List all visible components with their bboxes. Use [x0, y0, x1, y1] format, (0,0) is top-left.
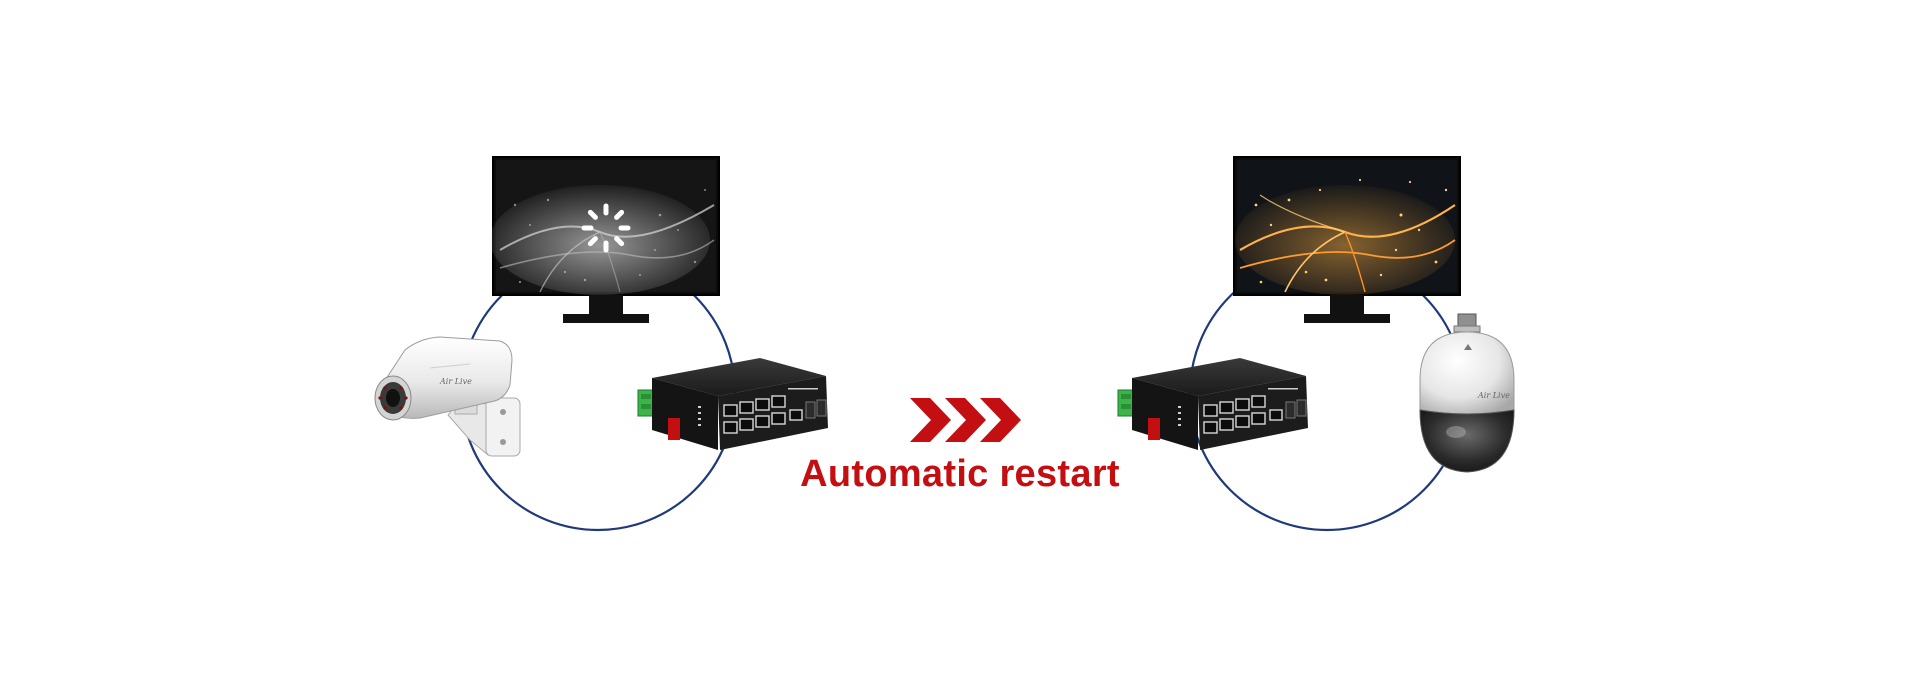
svg-text:Air Live: Air Live [439, 377, 472, 386]
left-poe-switch-icon [637, 358, 828, 450]
left-group: Air Live [374, 156, 828, 532]
right-poe-switch-icon [1117, 358, 1308, 450]
automatic-restart-caption: Automatic restart [800, 453, 1120, 495]
loading-spinner-icon [581, 203, 631, 253]
dome-camera-icon: Air Live [1419, 313, 1515, 473]
svg-text:Air Live: Air Live [1477, 391, 1510, 400]
left-monitor-icon [490, 156, 720, 323]
right-monitor-icon [1233, 156, 1461, 323]
bullet-camera-icon: Air Live [374, 336, 521, 457]
triple-chevron-arrow-icon [910, 398, 1021, 442]
right-group: Air Live [1117, 156, 1515, 532]
